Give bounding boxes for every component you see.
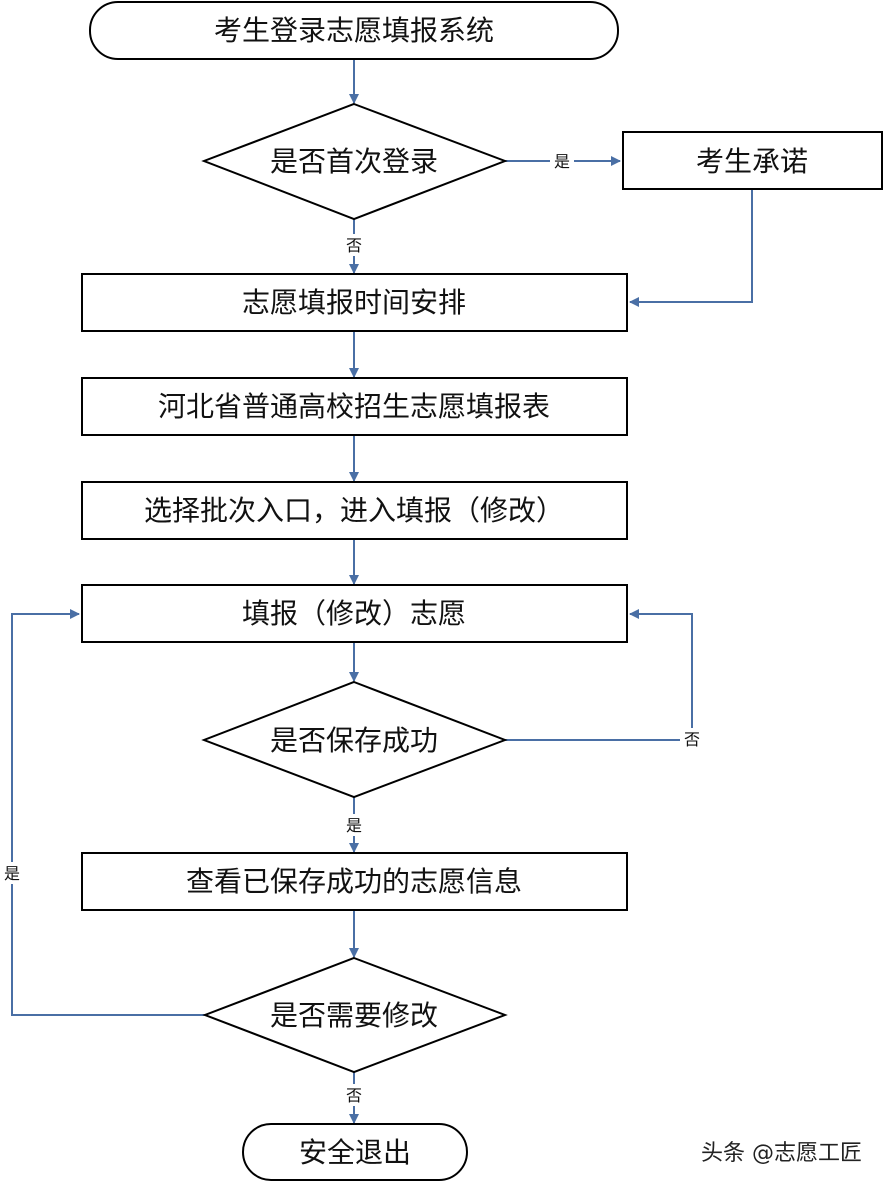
edge-label-yes-first-login: 是 <box>554 152 570 171</box>
node-exit: 安全退出 <box>242 1123 468 1181</box>
node-view-saved-label: 查看已保存成功的志愿信息 <box>186 865 522 898</box>
node-form: 河北省普通高校招生志愿填报表 <box>81 377 628 436</box>
node-fill-modify: 填报（修改）志愿 <box>81 584 628 643</box>
edge-label-no-need-modify: 否 <box>346 1086 362 1105</box>
node-schedule: 志愿填报时间安排 <box>81 273 628 332</box>
node-form-label: 河北省普通高校招生志愿填报表 <box>158 390 550 423</box>
edge-save-ok-no-to-fill <box>505 609 693 741</box>
edge-label-no-first-login: 否 <box>346 236 362 255</box>
node-select-batch: 选择批次入口，进入填报（修改） <box>81 481 628 540</box>
node-start: 考生登录志愿填报系统 <box>89 1 619 60</box>
node-need-modify-decision: 是否需要修改 <box>202 956 508 1074</box>
edge-label-yes-need-modify: 是 <box>4 864 20 883</box>
node-pledge-label: 考生承诺 <box>696 145 808 178</box>
node-schedule-label: 志愿填报时间安排 <box>242 286 466 319</box>
node-first-login-decision: 是否首次登录 <box>201 102 508 221</box>
edge-label-yes-save-ok: 是 <box>346 816 362 835</box>
node-fill-modify-label: 填报（修改）志愿 <box>242 597 466 630</box>
edge-pledge-to-schedule <box>629 190 753 307</box>
node-pledge: 考生承诺 <box>622 131 883 190</box>
node-select-batch-label: 选择批次入口，进入填报（修改） <box>144 494 564 527</box>
node-save-ok-decision: 是否保存成功 <box>201 680 508 799</box>
edge-need-modify-yes-to-fill <box>11 609 205 1016</box>
node-need-modify-label: 是否需要修改 <box>270 999 438 1032</box>
edge-label-no-save-ok: 否 <box>684 730 700 749</box>
node-save-ok-label: 是否保存成功 <box>270 724 438 757</box>
node-view-saved: 查看已保存成功的志愿信息 <box>81 852 628 911</box>
node-first-login-label: 是否首次登录 <box>270 145 438 178</box>
node-exit-label: 安全退出 <box>299 1136 411 1169</box>
node-start-label: 考生登录志愿填报系统 <box>214 14 494 47</box>
watermark: 头条 @志愿工匠 <box>701 1141 862 1166</box>
